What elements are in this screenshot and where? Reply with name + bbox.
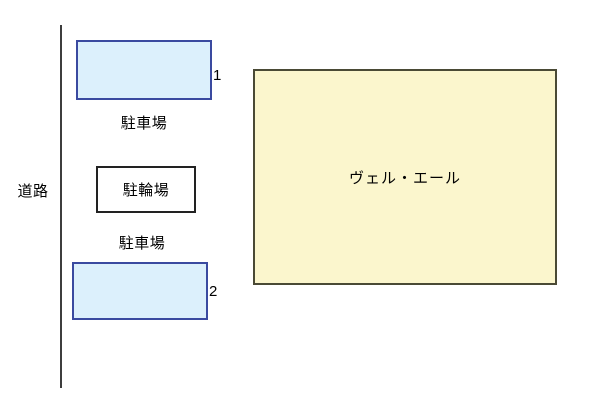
building-label: ヴェル・エール <box>348 169 461 187</box>
building-box: ヴェル・エール <box>253 69 557 285</box>
bicycle-parking-label: 駐輪場 <box>122 182 170 199</box>
road-label: 道路 <box>17 183 49 200</box>
parking-lot-1-caption: 駐車場 <box>120 115 168 132</box>
parking-lot-2-box <box>72 262 208 320</box>
parking-lot-1-number: 1 <box>213 67 222 84</box>
parking-lot-2-caption: 駐車場 <box>118 235 166 252</box>
parking-lot-2-number: 2 <box>209 283 218 300</box>
road-line <box>60 25 62 388</box>
parking-lot-1-box <box>76 40 212 100</box>
bicycle-parking-box: 駐輪場 <box>96 166 196 213</box>
